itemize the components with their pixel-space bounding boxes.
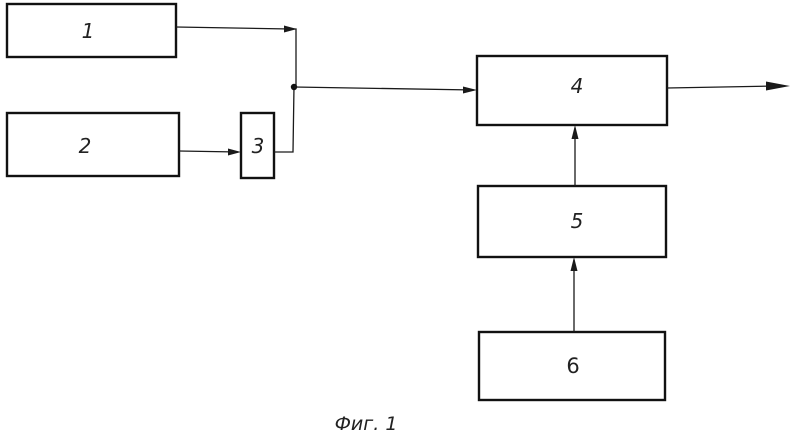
connection-3-to-junction	[274, 86, 294, 152]
connection-5-to-4	[572, 125, 579, 186]
block-1-label: 1	[82, 19, 95, 43]
block-6: 6	[479, 332, 665, 400]
arrow-head	[766, 82, 790, 91]
connection-2-to-3	[179, 149, 241, 156]
arrow-head	[284, 26, 297, 33]
block-5: 5	[478, 186, 666, 257]
arrow-head	[463, 87, 477, 94]
block-4-label: 4	[571, 74, 584, 98]
block-3: 3	[241, 113, 274, 178]
connection-6-to-5	[571, 257, 578, 332]
figure-caption: Фиг. 1	[335, 413, 398, 435]
block-4: 4	[477, 56, 667, 125]
connection-1-to-junction	[176, 26, 297, 87]
block-1: 1	[7, 4, 176, 57]
output-arrow	[667, 82, 790, 91]
block-5-label: 5	[571, 209, 584, 233]
arrow-head	[228, 149, 241, 156]
arrow-head	[571, 257, 578, 271]
arrow-head	[572, 125, 579, 139]
block-6-label: 6	[566, 354, 579, 378]
block-2-label: 2	[79, 134, 92, 158]
block-3-label: 3	[252, 134, 265, 158]
block-2: 2	[7, 113, 179, 176]
connection-junction-to-4	[294, 87, 477, 94]
